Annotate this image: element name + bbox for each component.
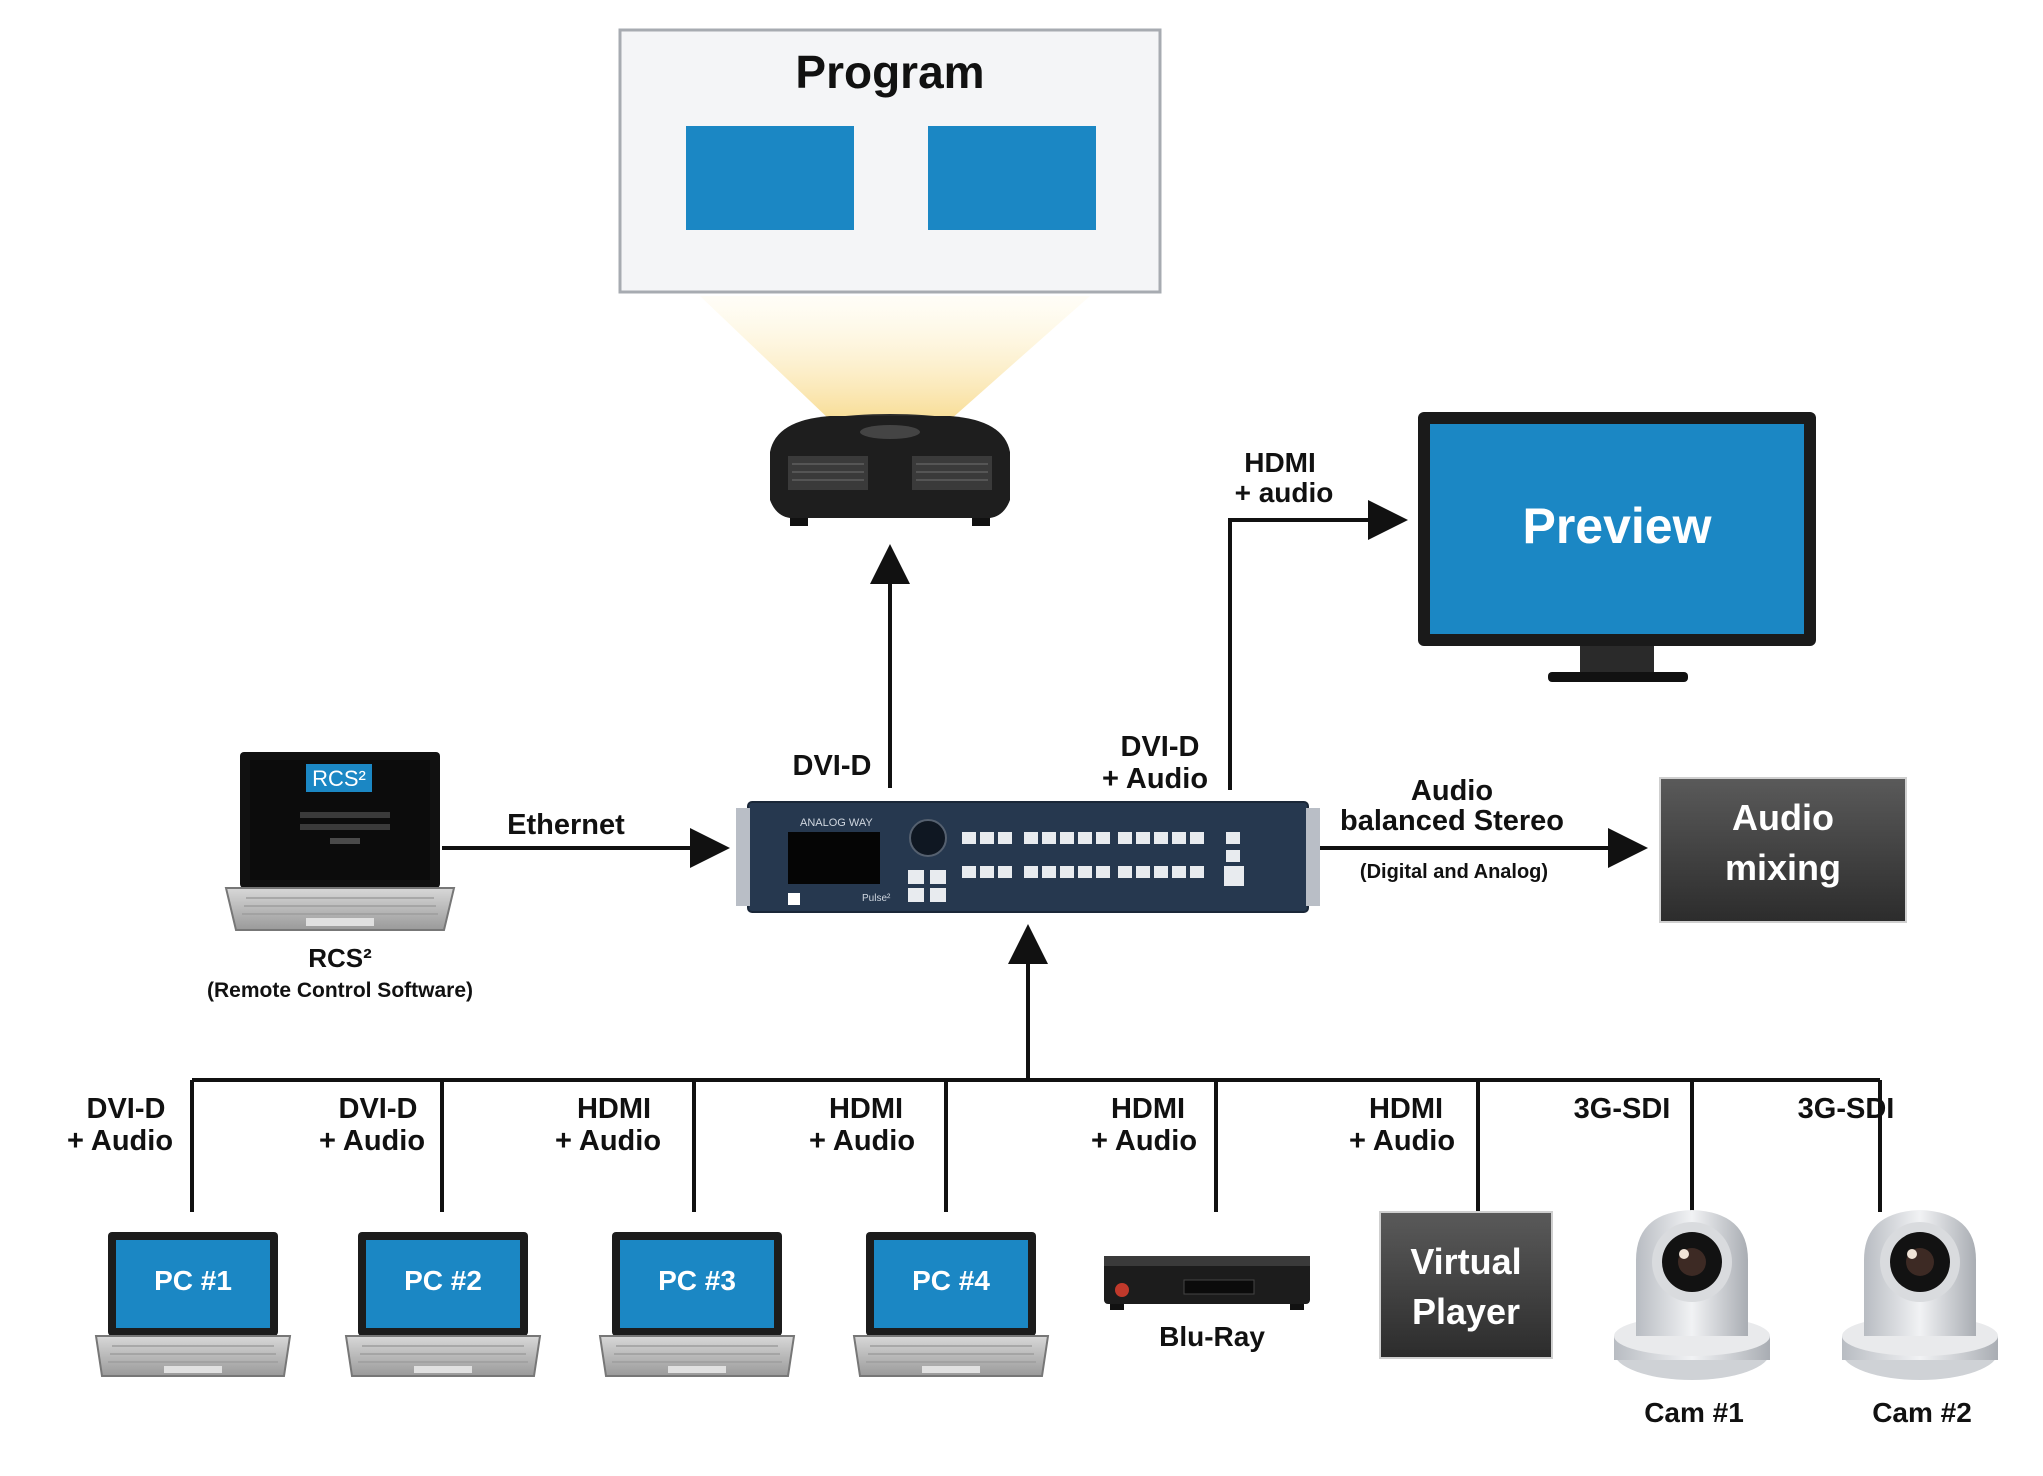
- cam2-icon: [1842, 1210, 1998, 1380]
- rcs-laptop: RCS²: [224, 752, 456, 931]
- program-window-right: [928, 126, 1096, 230]
- audio-mixing-box: Audio mixing: [1659, 777, 1907, 923]
- virtual-player-line1: Virtual: [1410, 1241, 1521, 1282]
- pc2-label: PC #2: [404, 1265, 482, 1296]
- pc1-laptop: [94, 1232, 292, 1377]
- source-signal-5b: + Audio: [1091, 1125, 1197, 1157]
- cam1-icon: [1614, 1210, 1770, 1380]
- connection-lines: [190, 500, 1882, 1212]
- projector-beam: [700, 296, 1090, 420]
- audio-mixing-line1: Audio: [1732, 797, 1834, 838]
- cam2-label: Cam #2: [1872, 1397, 1972, 1428]
- pc3-label: PC #3: [658, 1265, 736, 1296]
- cam1-label: Cam #1: [1644, 1397, 1744, 1428]
- pc4-label: PC #4: [912, 1265, 990, 1296]
- label-hdmi-1: HDMI: [1244, 447, 1316, 478]
- switcher-device: ANALOG WAY Pulse²: [736, 801, 1320, 913]
- source-signal-4b: + Audio: [809, 1125, 915, 1157]
- rcs-logo: RCS²: [312, 766, 366, 791]
- projector-icon: [770, 414, 1010, 526]
- virtual-player-box: Virtual Player: [1379, 1211, 1553, 1359]
- program-title: Program: [795, 46, 984, 98]
- preview-label: Preview: [1522, 498, 1711, 554]
- pc3-laptop: [598, 1232, 796, 1377]
- label-dvi-projector: DVI-D: [793, 750, 872, 782]
- switcher-brand: ANALOG WAY: [800, 817, 873, 829]
- source-signal-6b: + Audio: [1349, 1125, 1455, 1157]
- source-signal-4a: HDMI: [829, 1093, 903, 1125]
- label-audio-3: (Digital and Analog): [1360, 861, 1548, 883]
- switcher-knob: [909, 819, 947, 857]
- audio-mixing-line2: mixing: [1725, 847, 1841, 888]
- bluray-label: Blu-Ray: [1159, 1321, 1265, 1352]
- source-signal-1a: DVI-D: [87, 1093, 166, 1125]
- source-signal-8: 3G-SDI: [1798, 1093, 1895, 1125]
- source-signal-3b: + Audio: [555, 1125, 661, 1157]
- label-dvi-preview-2: + Audio: [1102, 763, 1208, 795]
- preview-monitor: Preview: [1418, 412, 1816, 682]
- source-signal-2b: + Audio: [319, 1125, 425, 1157]
- arrow-to-preview: [1228, 500, 1408, 790]
- source-signal-7: 3G-SDI: [1574, 1093, 1671, 1125]
- pc1-label: PC #1: [154, 1265, 232, 1296]
- label-ethernet: Ethernet: [507, 809, 625, 841]
- source-signal-1b: + Audio: [67, 1125, 173, 1157]
- rcs-name: RCS²: [308, 943, 372, 973]
- program-screen: Program: [618, 28, 1162, 294]
- switcher-model: Pulse²: [862, 893, 891, 904]
- pc2-laptop: [344, 1232, 542, 1377]
- source-signal-3a: HDMI: [577, 1093, 651, 1125]
- source-signal-2a: DVI-D: [339, 1093, 418, 1125]
- rcs-subtitle: (Remote Control Software): [207, 979, 473, 1002]
- virtual-player-line2: Player: [1412, 1291, 1520, 1332]
- pc4-laptop: [852, 1232, 1050, 1377]
- label-audio-1: Audio: [1411, 775, 1493, 807]
- bluray-player: [1104, 1256, 1310, 1310]
- label-dvi-preview-1: DVI-D: [1121, 731, 1200, 763]
- label-hdmi-2: + audio: [1235, 477, 1334, 508]
- source-signal-6a: HDMI: [1369, 1093, 1443, 1125]
- program-window-left: [686, 126, 854, 230]
- label-audio-2: balanced Stereo: [1340, 805, 1564, 837]
- source-signal-5a: HDMI: [1111, 1093, 1185, 1125]
